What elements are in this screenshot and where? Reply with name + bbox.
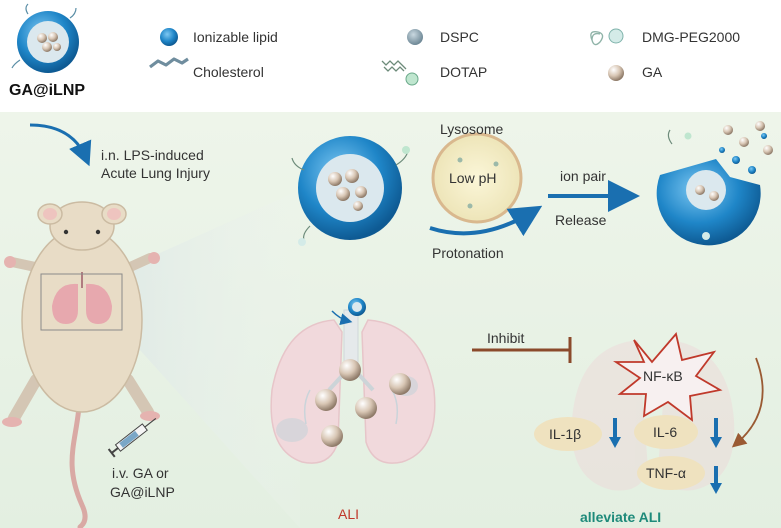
ga-bead — [389, 373, 411, 395]
legend-band — [0, 0, 781, 112]
injection-label-2: GA@iLNP — [110, 484, 175, 500]
ga-bead — [315, 389, 337, 411]
legend-ga: GA — [642, 64, 663, 80]
ali-label: ALI — [338, 506, 360, 522]
tnfa-label: TNF-α — [646, 465, 686, 481]
il6-pill — [634, 415, 698, 449]
ion-pair-label: ion pair — [560, 168, 606, 184]
legend-dotap: DOTAP — [440, 64, 488, 80]
disassembled-nanoparticle — [656, 121, 773, 246]
injection-label: i.v. GA or — [112, 465, 169, 481]
inhibit-symbol — [472, 337, 572, 363]
pathway-arrow — [731, 357, 764, 448]
entry-arrow — [331, 310, 353, 325]
zoom-cone — [122, 190, 300, 528]
injury-label: Acute Lung Injury — [101, 165, 210, 181]
inhibit-label: Inhibit — [487, 330, 525, 346]
ga-bead — [355, 397, 377, 419]
il6-label: IL-6 — [653, 424, 678, 440]
dmg-peg-icon — [590, 28, 624, 46]
il1b-label: IL-1β — [549, 426, 582, 442]
ga-bead — [321, 425, 343, 447]
alleviate-label: alleviate ALI — [580, 509, 662, 525]
intact-nanoparticle — [291, 136, 410, 246]
il1b-pill — [534, 417, 602, 451]
cholesterol-icon — [149, 57, 189, 69]
ionizable-lipid-icon — [160, 28, 178, 46]
decrease-arrow — [710, 418, 722, 448]
legend-dspc: DSPC — [440, 29, 479, 45]
lysosome — [431, 132, 523, 224]
lung-zoom-box — [40, 273, 123, 331]
release-label: Release — [555, 212, 607, 228]
nfkb-label: NF-κB — [643, 368, 683, 384]
lysosome-label: Lysosome — [440, 121, 504, 137]
ga-ilnp-icon — [11, 3, 79, 73]
dspc-icon — [407, 29, 423, 45]
protonation-label: Protonation — [432, 245, 504, 261]
nfkb-burst — [613, 332, 723, 422]
syringe-icon — [107, 417, 157, 458]
small-nanoparticle — [348, 298, 366, 316]
tnfa-pill — [637, 456, 705, 490]
decrease-arrow — [609, 418, 621, 448]
induction-label: i.n. LPS-induced — [101, 147, 204, 163]
mouse-arrow — [29, 123, 92, 167]
legend-ionizable-lipid: Ionizable lipid — [193, 29, 278, 45]
ga-ilnp-label: GA@iLNP — [9, 82, 86, 99]
low-ph-label: Low pH — [449, 170, 497, 186]
ga-bead — [339, 359, 361, 381]
decrease-arrow — [710, 466, 722, 494]
dotap-icon — [381, 60, 419, 86]
legend-cholesterol: Cholesterol — [193, 64, 264, 80]
ga-icon — [608, 65, 624, 81]
protonation-arrow — [429, 205, 543, 237]
legend-dmg-peg: DMG-PEG2000 — [642, 29, 741, 45]
